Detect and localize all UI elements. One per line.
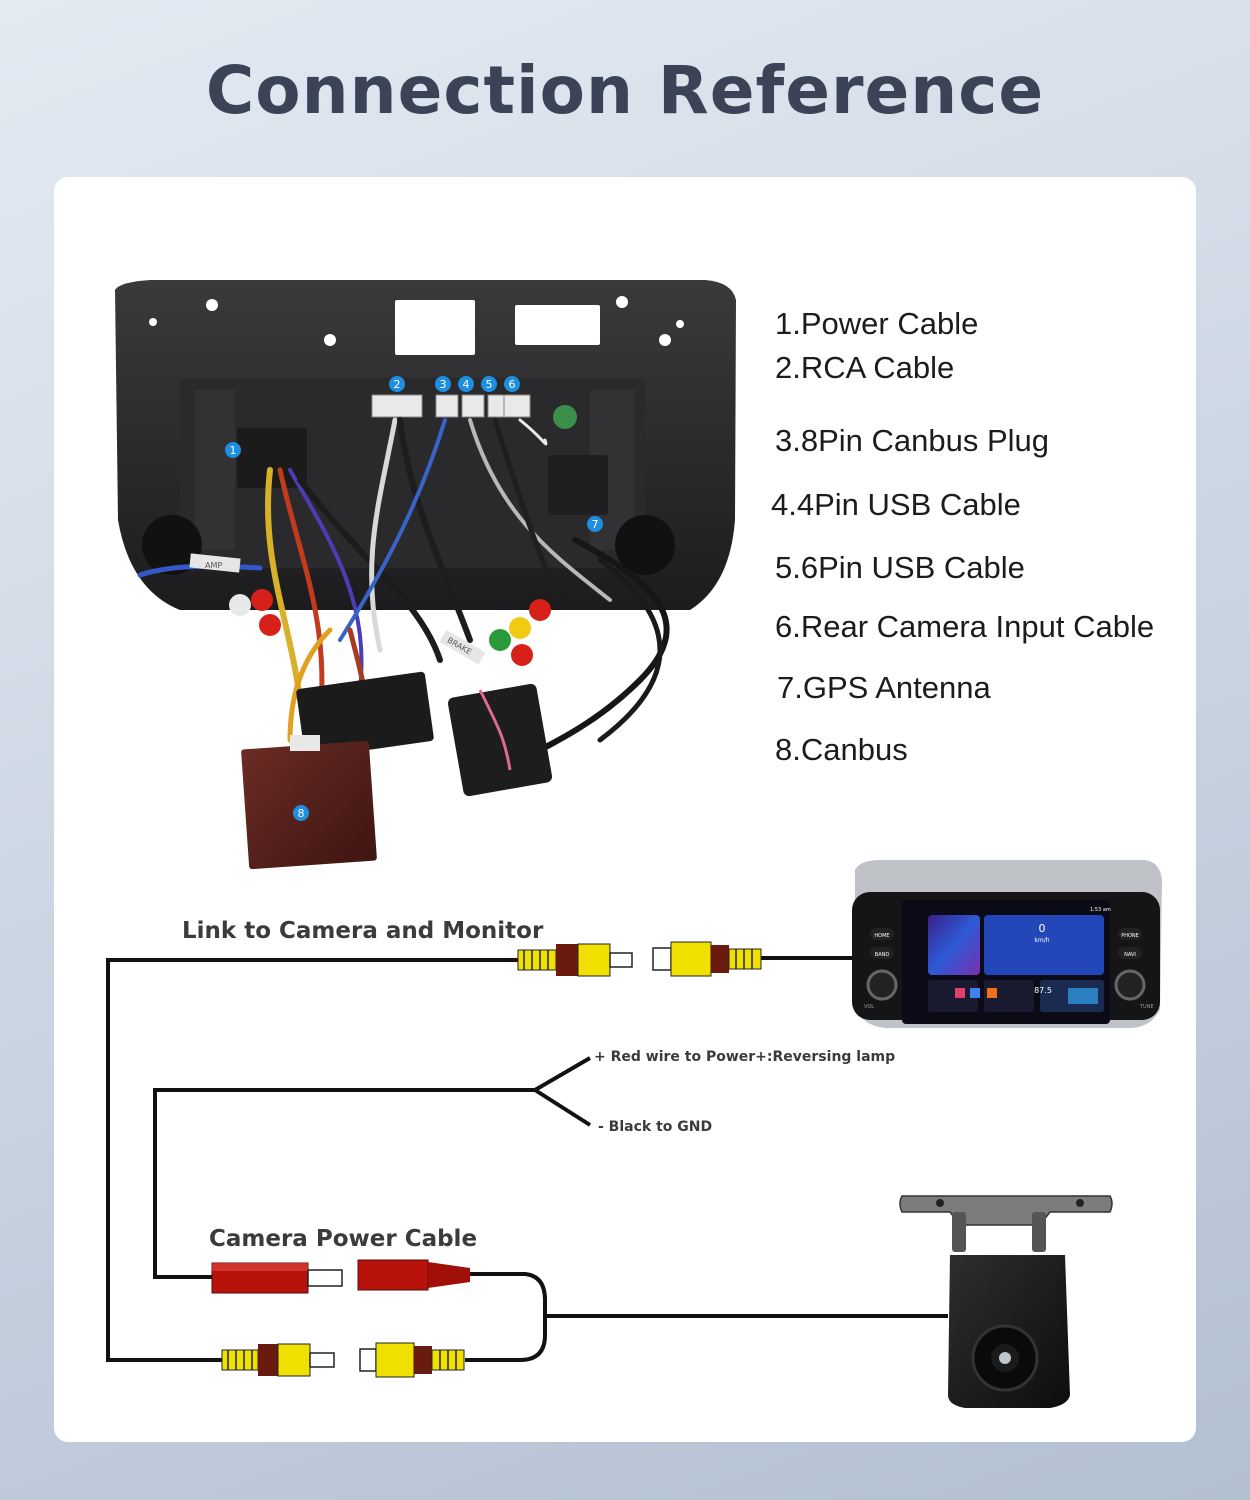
navi-button[interactable] (1118, 947, 1142, 959)
speed-value: 0 (1039, 922, 1046, 935)
camera-input-plug (503, 394, 531, 418)
black-wire-label: - Black to GND (598, 1119, 713, 1135)
wiring-lines (106, 956, 948, 1362)
svg-text:PHONE: PHONE (1121, 933, 1139, 939)
page-title: Connection Reference (205, 52, 1045, 129)
rca-plug-camera-male (221, 1343, 335, 1377)
power-plug-male (211, 1262, 343, 1294)
badge-3: 3 (435, 376, 451, 392)
harness-wires (137, 417, 670, 763)
badge-8: 8 (293, 805, 309, 821)
tune-knob[interactable] (1114, 969, 1146, 1001)
badge-6: 6 (504, 376, 520, 392)
svg-text:5: 5 (486, 378, 493, 391)
svg-text:BAND: BAND (875, 952, 890, 958)
badge-4: 4 (458, 376, 474, 392)
legend-item-rca-cable: 2.RCA Cable (775, 350, 955, 385)
svg-text:1: 1 (230, 444, 237, 457)
home-button[interactable] (870, 928, 894, 940)
vol-knob[interactable] (866, 969, 898, 1001)
svg-text:2: 2 (394, 378, 401, 391)
legend-item-4pin-usb: 4.4Pin USB Cable (771, 487, 1021, 522)
amp-tag-text: AMP (205, 561, 222, 570)
badge-2: 2 (389, 376, 405, 392)
svg-text:4: 4 (463, 378, 470, 391)
frame-cutout-right (515, 305, 600, 345)
power-plug-female (357, 1259, 470, 1291)
legend-item-6pin-usb: 5.6Pin USB Cable (775, 550, 1025, 585)
legend-item-canbus: 8.Canbus (775, 732, 908, 767)
rca-plug-link-male (517, 943, 633, 977)
rear-camera (899, 1195, 1113, 1408)
svg-text:7: 7 (592, 518, 599, 531)
svg-text:NAVI: NAVI (1124, 952, 1136, 958)
canbus-plug (435, 394, 459, 418)
radio-frequency: 87.5 (1034, 986, 1052, 995)
badge-5: 5 (481, 376, 497, 392)
legend-item-canbus-plug: 3.8Pin Canbus Plug (775, 423, 1050, 458)
monitor-left-buttons: HOME BAND (870, 928, 894, 959)
svg-text:6: 6 (509, 378, 516, 391)
badge-1: 1 (225, 442, 241, 458)
rca-plug (371, 394, 423, 418)
legend-item-rear-camera-input: 6.Rear Camera Input Cable (775, 609, 1155, 644)
vol-label: VOL (864, 1004, 874, 1010)
legend-item-gps-antenna: 7.GPS Antenna (777, 670, 991, 705)
badge-7: 7 (587, 516, 603, 532)
frame-cutout-left (395, 300, 475, 355)
speed-unit: km/h (1034, 937, 1049, 944)
brake-tag (439, 629, 486, 665)
usb4-plug (461, 394, 485, 418)
number-badges: 1 2 3 4 5 6 7 8 (225, 376, 603, 821)
monitor: 0 km/h 87.5 1:53 am HOME BAND PHONE NAVI… (852, 860, 1162, 1028)
phone-button[interactable] (1118, 928, 1142, 940)
svg-text:8: 8 (298, 807, 305, 820)
gps-antenna-box (447, 683, 553, 797)
harness-rca-jacks (229, 589, 551, 666)
amp-tag (189, 553, 241, 573)
power-cable-label: Camera Power Cable (209, 1226, 478, 1252)
legend-item-power-cable: 1.Power Cable (775, 306, 979, 341)
harness-connector-block (296, 671, 434, 759)
band-button[interactable] (870, 947, 894, 959)
monitor-right-buttons: PHONE NAVI (1118, 928, 1142, 959)
link-label: Link to Camera and Monitor (182, 918, 544, 944)
rca-plug-link-female (652, 941, 762, 977)
rca-plug-camera-female (359, 1342, 465, 1378)
svg-text:HOME: HOME (874, 933, 889, 939)
screen-time: 1:53 am (1090, 907, 1111, 913)
canbus-box (241, 740, 377, 870)
svg-text:3: 3 (440, 378, 447, 391)
tune-label: TUNE (1139, 1004, 1154, 1010)
red-wire-label: + Red wire to Power+:Reversing lamp (594, 1049, 896, 1065)
gps-socket (553, 405, 577, 429)
